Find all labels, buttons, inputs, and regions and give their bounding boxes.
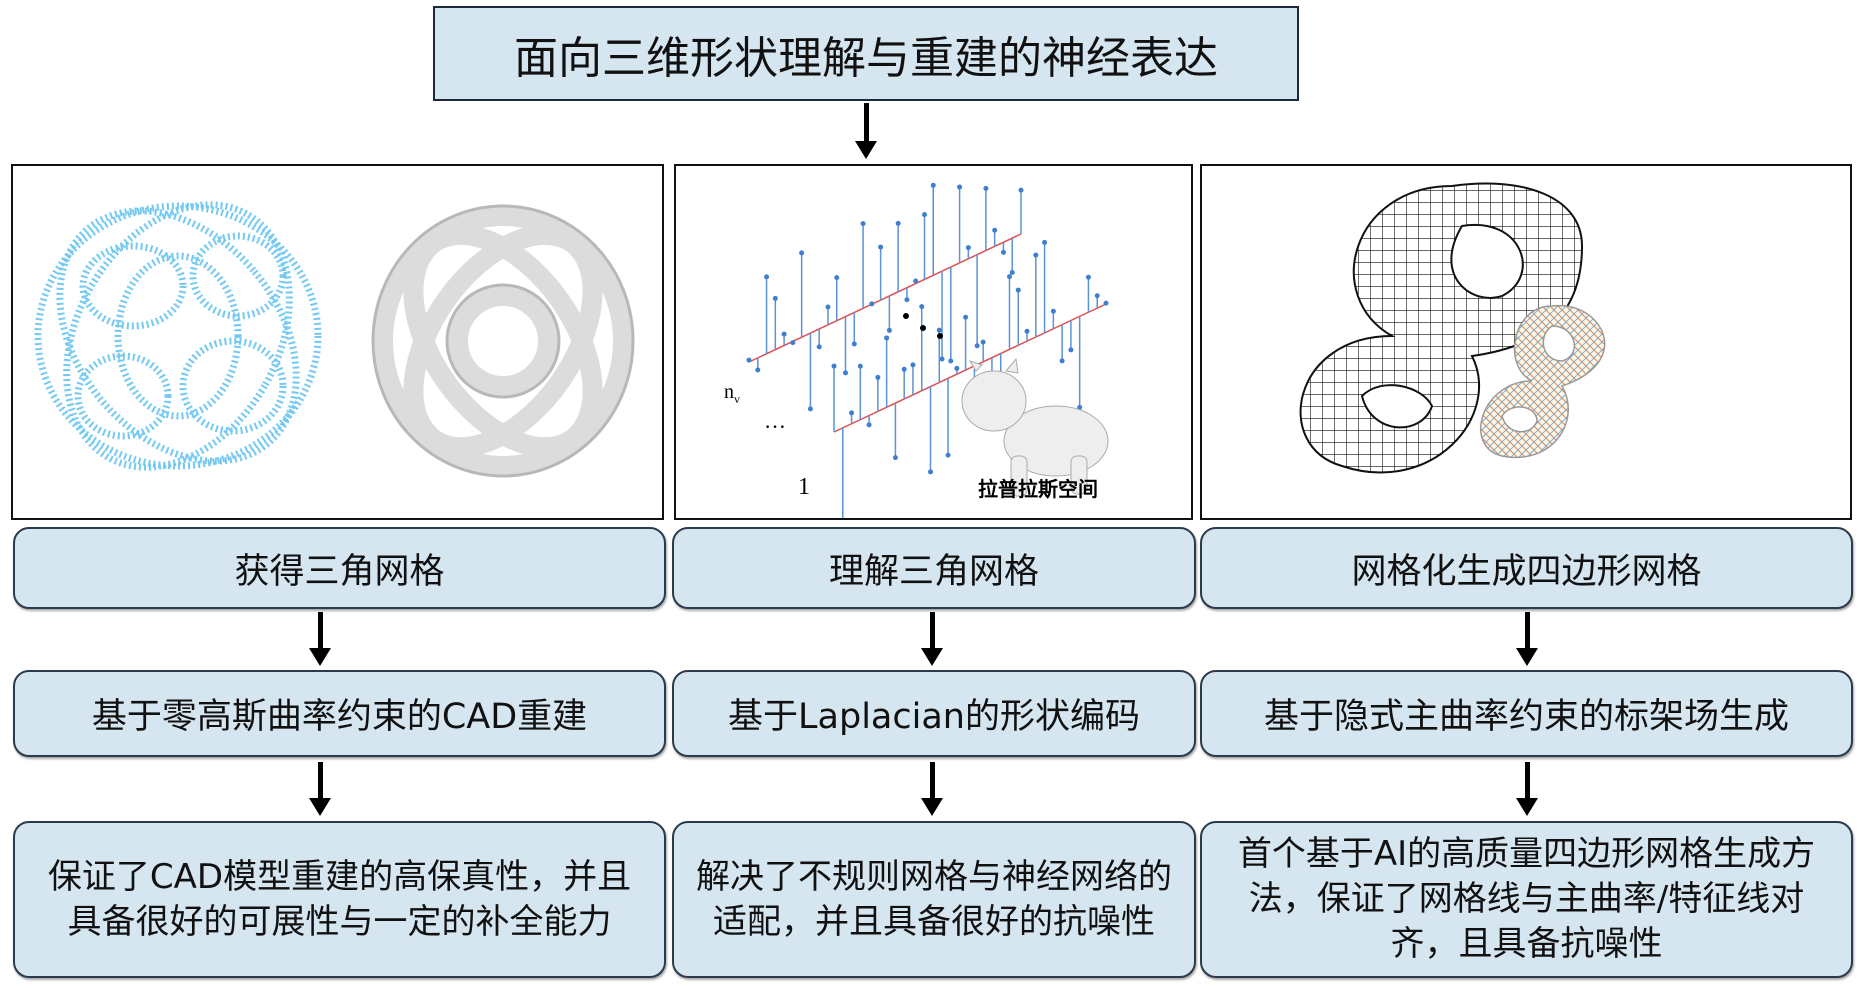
red-baseline-back bbox=[748, 233, 1022, 363]
label-one: 1 bbox=[798, 474, 810, 500]
heading-box-get-mesh: 获得三角网格 bbox=[13, 527, 666, 609]
stem-point bbox=[884, 335, 890, 341]
stem-point bbox=[1068, 347, 1074, 353]
stem-point bbox=[957, 184, 963, 190]
laplacian-space-figure: nv … 1 拉普拉斯空间 bbox=[674, 164, 1193, 520]
stem-point bbox=[772, 295, 778, 301]
stem-point bbox=[892, 455, 898, 461]
stem-point bbox=[954, 365, 960, 371]
method-box-frame-field: 基于隐式主曲率约束的标架场生成 bbox=[1200, 670, 1853, 757]
stem-point bbox=[1015, 287, 1021, 293]
stem-point bbox=[843, 370, 849, 376]
stem-point bbox=[851, 341, 857, 347]
stem-point bbox=[790, 340, 796, 346]
cad-model-image bbox=[373, 206, 633, 476]
stem-point bbox=[974, 343, 980, 349]
stem-point bbox=[1024, 328, 1030, 334]
stem-point bbox=[913, 278, 919, 284]
stem-point bbox=[921, 212, 927, 218]
stem-point bbox=[878, 244, 884, 250]
stem-point bbox=[816, 344, 822, 350]
stem-point bbox=[901, 366, 907, 372]
stem-point bbox=[1103, 300, 1109, 306]
stem-point bbox=[1050, 308, 1056, 314]
laplacian-caption: 拉普拉斯空间 bbox=[978, 477, 1098, 501]
stem-point bbox=[992, 227, 998, 233]
stem-point bbox=[860, 221, 866, 227]
stem-point bbox=[1085, 274, 1091, 280]
stem-point bbox=[869, 301, 875, 307]
stem-point bbox=[875, 374, 881, 380]
cad-reconstruction-figure bbox=[11, 164, 664, 520]
stem-point bbox=[799, 250, 805, 256]
result-box-quad: 首个基于AI的高质量四边形网格生成方法，保证了网格线与主曲率/特征线对齐，且具备… bbox=[1200, 821, 1853, 978]
stem-point bbox=[1000, 249, 1006, 255]
result-box-cad: 保证了CAD模型重建的高保真性，并且具备很好的可展性与一定的补全能力 bbox=[13, 821, 666, 978]
stem-point bbox=[904, 297, 910, 303]
colored-quad-mesh-image bbox=[1480, 304, 1606, 459]
red-baseline-front bbox=[833, 303, 1107, 433]
laplacian-stem-plot: nv … 1 拉普拉斯空间 bbox=[724, 182, 1109, 518]
stem-point bbox=[886, 327, 892, 333]
quad-mesh-image bbox=[1299, 182, 1584, 474]
result-box-laplacian: 解决了不规则网格与神经网络的适配，并且具备很好的抗噪性 bbox=[672, 821, 1196, 978]
stem-point bbox=[1059, 358, 1065, 364]
stem-point bbox=[948, 358, 954, 364]
stem-point bbox=[825, 304, 831, 310]
stem-point bbox=[866, 422, 872, 428]
stem-point bbox=[945, 452, 951, 458]
method-box-cad: 基于零高斯曲率约束的CAD重建 bbox=[13, 670, 666, 757]
stem-point bbox=[746, 357, 752, 363]
stem-point bbox=[764, 274, 770, 280]
stem-point bbox=[936, 327, 942, 333]
stem-point bbox=[1094, 293, 1100, 299]
stem-point bbox=[963, 314, 969, 320]
stem-point bbox=[910, 362, 916, 368]
stem-point bbox=[919, 304, 925, 310]
stem-point bbox=[928, 469, 934, 475]
stem-point bbox=[781, 331, 787, 337]
stem-point bbox=[980, 339, 986, 345]
stem-point bbox=[1077, 404, 1083, 410]
heading-box-understand-mesh: 理解三角网格 bbox=[672, 527, 1196, 609]
stem-point bbox=[1033, 252, 1039, 258]
stem-point bbox=[965, 245, 971, 251]
point-cloud-image bbox=[34, 201, 322, 471]
stem-point bbox=[1009, 270, 1015, 276]
stem-point bbox=[831, 363, 837, 369]
diagram-title: 面向三维形状理解与重建的神经表达 bbox=[433, 6, 1299, 101]
method-box-laplacian: 基于Laplacian的形状编码 bbox=[672, 670, 1196, 757]
stem-point bbox=[857, 363, 863, 369]
stem-point bbox=[807, 406, 813, 412]
stem-point bbox=[930, 182, 936, 188]
stem-point bbox=[834, 275, 840, 281]
quad-mesh-figure bbox=[1200, 164, 1852, 520]
stem-point bbox=[895, 220, 901, 226]
stem-point bbox=[849, 410, 855, 416]
stem-point bbox=[1006, 274, 1012, 280]
stem-point bbox=[939, 356, 945, 362]
cow-mesh-image bbox=[961, 357, 1109, 497]
stem-point bbox=[1042, 239, 1048, 245]
stem-point bbox=[1018, 187, 1024, 193]
heading-box-quad-mesh: 网格化生成四边形网格 bbox=[1200, 527, 1853, 609]
stem-point bbox=[983, 185, 989, 191]
stem-point bbox=[755, 367, 761, 373]
label-dots: … bbox=[764, 408, 786, 433]
label-nv: nv bbox=[724, 381, 740, 406]
